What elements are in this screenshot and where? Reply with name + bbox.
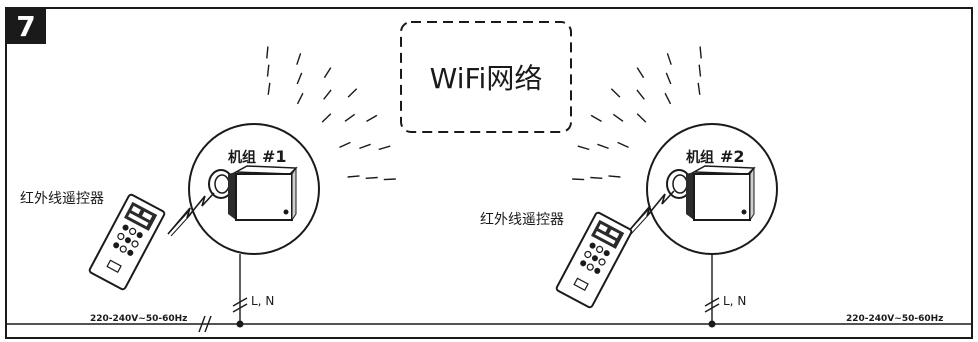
- wifi-wave-tick: [339, 141, 351, 149]
- wire-label-right: L, N: [723, 294, 746, 308]
- wifi-wave-tick: [359, 143, 371, 150]
- remote-control-1-icon: [88, 193, 166, 291]
- bus-hash: [198, 315, 212, 333]
- wifi-wave-tick: [266, 46, 269, 59]
- wifi-wave-tick: [296, 92, 304, 105]
- wifi-waves-left: [266, 46, 396, 181]
- wifi-wave-tick: [321, 113, 332, 123]
- remote-label-right: 红外线遥控器: [480, 212, 564, 228]
- wifi-wave-tick: [296, 53, 302, 65]
- wire-hash-2: [704, 297, 720, 313]
- wifi-wave-tick: [636, 113, 647, 123]
- wifi-wave-tick: [347, 175, 360, 178]
- power-label-left: 220-240V~50-60Hz: [90, 314, 187, 324]
- wifi-wave-tick: [347, 88, 358, 98]
- unit-1-label: 机组#1: [228, 147, 287, 166]
- wifi-wave-tick: [365, 176, 378, 179]
- wifi-network-label: WiFi网络: [430, 62, 543, 95]
- fan-unit-1-icon: [208, 165, 298, 222]
- wifi-wave-tick: [267, 82, 271, 95]
- wifi-waves-right: [572, 46, 702, 181]
- wifi-network-box: [400, 21, 572, 133]
- wifi-wave-tick: [266, 64, 270, 77]
- wifi-wave-tick: [590, 114, 602, 123]
- remote-control-2-icon: [555, 211, 633, 309]
- ir-signal-2-echo: [627, 209, 652, 235]
- wifi-wave-tick: [590, 176, 603, 179]
- wifi-wave-tick: [612, 113, 624, 122]
- fan-unit-2-icon: [666, 165, 756, 222]
- wifi-wave-tick: [664, 92, 672, 105]
- wifi-wave-tick: [697, 82, 701, 95]
- wifi-wave-tick: [610, 88, 621, 98]
- wifi-wave-tick: [378, 145, 391, 151]
- wifi-wave-tick: [699, 46, 702, 59]
- wire-hash-1: [232, 297, 248, 313]
- remote-label-left: 红外线遥控器: [20, 191, 104, 207]
- figure-number-badge: [6, 8, 46, 44]
- ir-signal-1: [167, 192, 215, 235]
- junction-dot-2: [708, 320, 716, 328]
- wifi-wave-tick: [665, 72, 672, 85]
- wifi-wave-tick: [572, 178, 585, 181]
- wifi-wave-tick: [608, 175, 621, 178]
- wifi-wave-tick: [617, 141, 629, 149]
- power-label-right: 220-240V~50-60Hz: [846, 314, 943, 324]
- wifi-wave-tick: [383, 178, 396, 181]
- junction-dot-1: [236, 320, 244, 328]
- wifi-wave-tick: [323, 67, 332, 79]
- wifi-wave-tick: [666, 53, 672, 65]
- wifi-wave-tick: [636, 89, 645, 100]
- wifi-wave-tick: [344, 113, 356, 122]
- wifi-wave-tick: [597, 143, 609, 150]
- wifi-wave-tick: [577, 145, 590, 151]
- wifi-wave-tick: [296, 72, 303, 85]
- figure-number: 7: [16, 10, 35, 43]
- ir-signal-1-echo: [167, 211, 192, 237]
- wifi-wave-tick: [366, 114, 378, 123]
- wire-label-left: L, N: [251, 294, 274, 308]
- ir-signal-2: [627, 190, 675, 233]
- unit-2-label: 机组#2: [686, 147, 745, 166]
- figure-frame: [5, 7, 973, 339]
- wifi-wave-tick: [636, 67, 645, 79]
- wifi-wave-tick: [698, 64, 702, 77]
- wifi-wave-tick: [323, 89, 332, 100]
